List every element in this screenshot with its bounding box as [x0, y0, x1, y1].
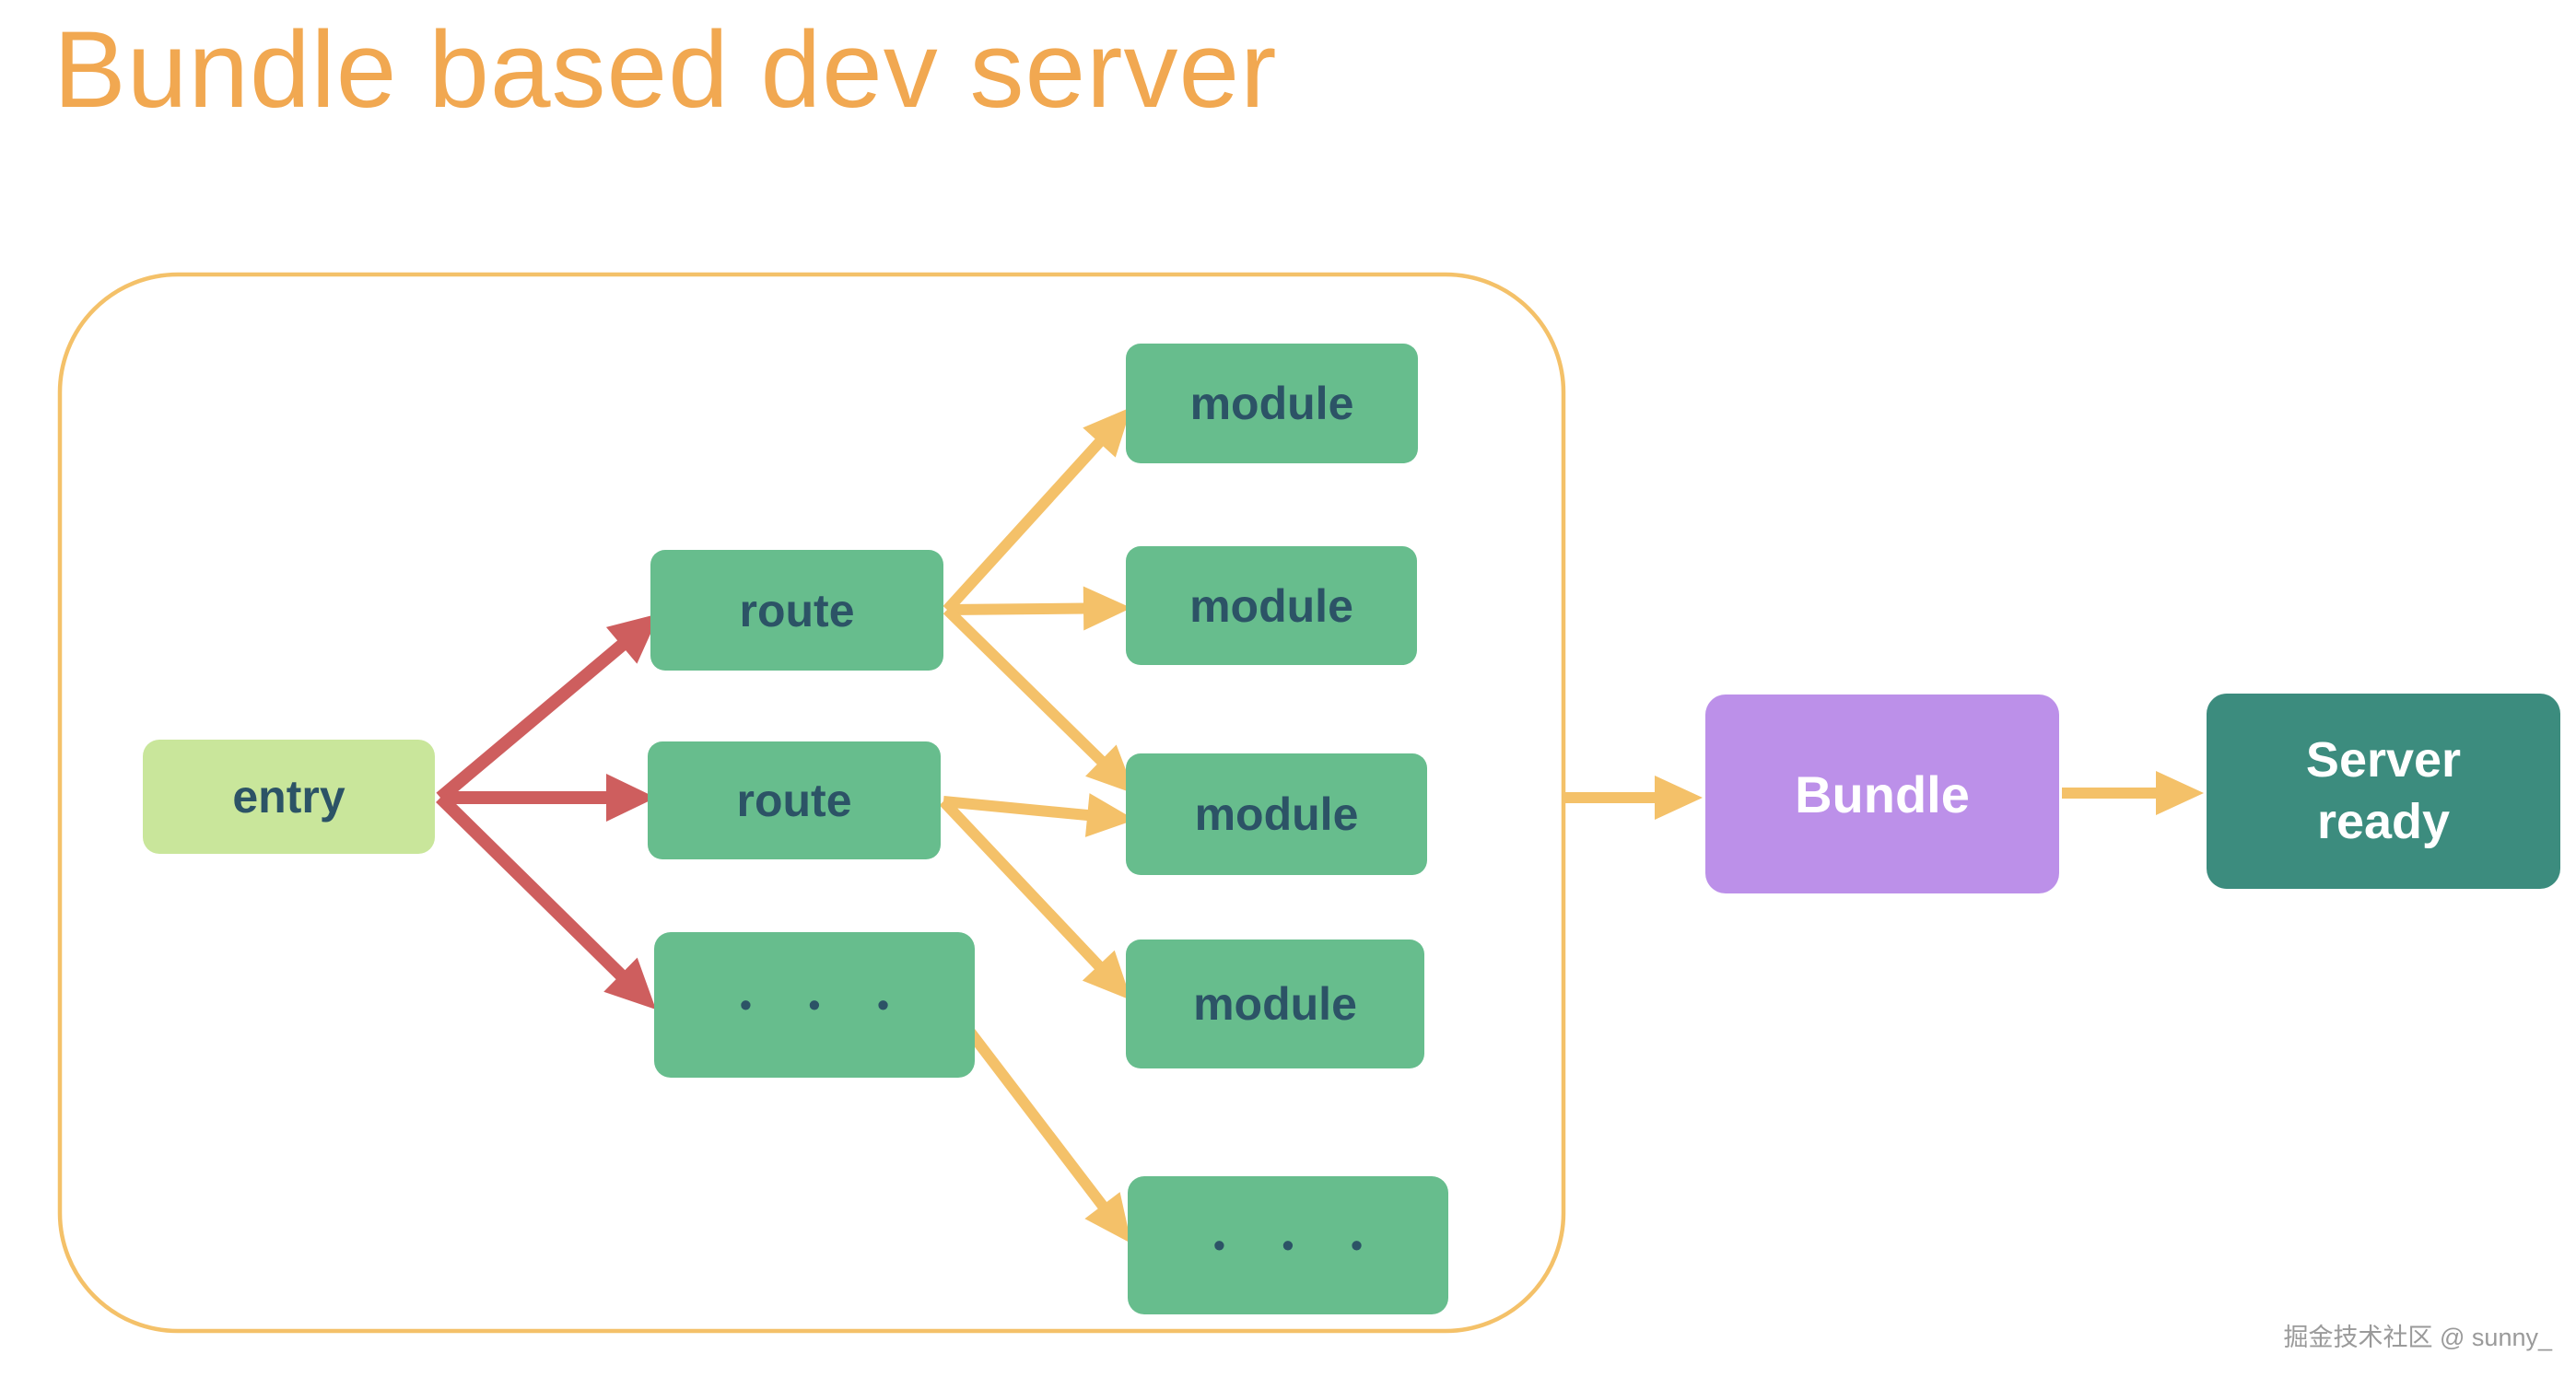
node-module-4-label: module	[1193, 978, 1357, 1030]
node-module-1: module	[1126, 344, 1418, 463]
node-route-more: • • •	[654, 932, 975, 1078]
arrow-route-2-to-module-3	[943, 793, 1135, 837]
arrow-route-1-to-module-2	[946, 586, 1131, 631]
node-module-2-label: module	[1189, 579, 1353, 632]
arrow-entry-to-route-more	[436, 793, 656, 1010]
node-route-1: route	[650, 550, 943, 671]
node-route-1-label: route	[739, 584, 855, 636]
node-server-ready: Server ready	[2207, 694, 2560, 889]
arrow-entry-to-route-2	[440, 774, 656, 822]
node-route-2-label: route	[736, 775, 852, 826]
arrow-route-1-to-module-3	[943, 605, 1135, 794]
node-route-2: route	[648, 741, 941, 859]
node-module-more-label: • • •	[1213, 1226, 1387, 1264]
node-server-ready-label: Server ready	[2305, 731, 2462, 850]
node-route-more-label: • • •	[740, 986, 913, 1023]
node-module-more: • • •	[1128, 1176, 1448, 1314]
node-module-3: module	[1126, 753, 1427, 875]
arrow-group-to-bundle	[1563, 776, 1703, 820]
node-module-3-label: module	[1194, 788, 1359, 840]
arrow-entry-to-route-1	[436, 613, 660, 803]
node-entry: entry	[143, 740, 435, 854]
watermark: 掘金技术社区 @ sunny_	[2283, 1324, 2552, 1351]
node-bundle-label: Bundle	[1795, 765, 1970, 823]
node-module-1-label: module	[1189, 378, 1354, 429]
node-bundle: Bundle	[1705, 694, 2059, 893]
arrow-route-more-to-module-more	[950, 1008, 1131, 1243]
node-module-4: module	[1126, 940, 1424, 1068]
node-entry-label: entry	[232, 771, 345, 823]
page-title: Bundle based dev server	[53, 9, 1278, 131]
node-module-2: module	[1126, 546, 1417, 665]
arrow-route-1-to-module-1	[943, 407, 1131, 614]
arrow-bundle-to-server	[2062, 771, 2204, 815]
